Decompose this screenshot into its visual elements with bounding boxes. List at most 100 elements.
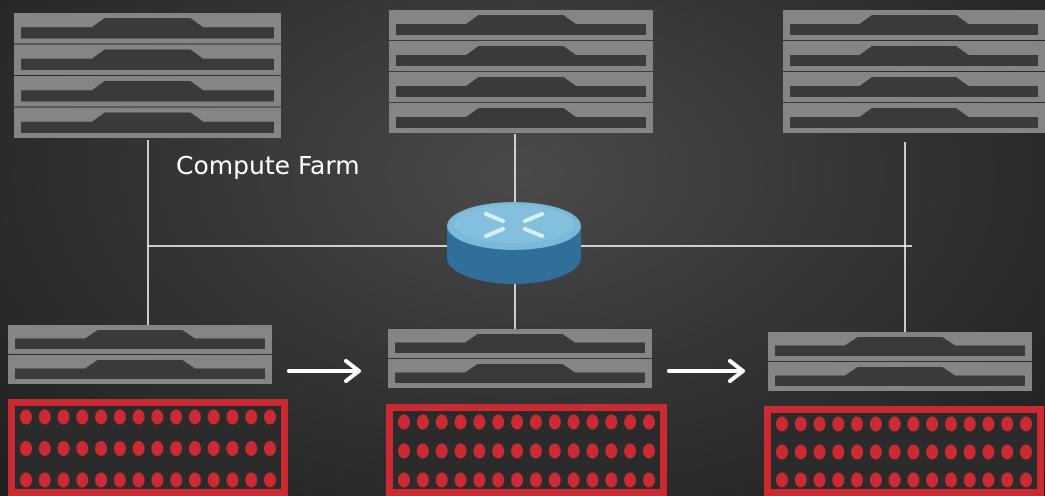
disk-icon bbox=[851, 416, 864, 432]
disk-icon bbox=[132, 441, 145, 456]
storage-server-left bbox=[8, 325, 272, 384]
disk-icon bbox=[511, 472, 524, 488]
disk-icon bbox=[586, 414, 599, 430]
disk-icon bbox=[794, 416, 807, 432]
rack-server-icon bbox=[389, 10, 653, 40]
disk-icon bbox=[888, 472, 901, 488]
rack-server-icon bbox=[389, 72, 653, 102]
disk-icon bbox=[188, 409, 201, 425]
connection-lines bbox=[147, 134, 912, 338]
disk-icon bbox=[454, 472, 467, 488]
disk-icon bbox=[492, 472, 505, 488]
disk-icon bbox=[170, 472, 183, 488]
disk-icon bbox=[264, 472, 276, 488]
right-arrow-icon bbox=[667, 359, 745, 383]
disk-icon bbox=[548, 443, 561, 459]
rack-server-icon bbox=[14, 76, 281, 107]
disk-icon bbox=[529, 414, 542, 430]
disk-icon bbox=[398, 414, 410, 430]
disk-icon bbox=[813, 416, 826, 432]
disk-icon bbox=[38, 441, 51, 456]
disk-icon bbox=[963, 416, 976, 432]
disk-icon bbox=[643, 472, 655, 488]
disk-icon bbox=[605, 472, 618, 488]
disk-icon bbox=[548, 414, 561, 430]
disk-icon bbox=[188, 441, 201, 456]
disk-icon bbox=[207, 472, 220, 488]
disk-icon bbox=[776, 416, 788, 432]
disk-icon bbox=[473, 414, 486, 430]
disk-icon bbox=[207, 409, 220, 425]
disk-icon bbox=[226, 409, 239, 425]
disk-icon bbox=[20, 472, 32, 488]
disk-icon bbox=[926, 444, 939, 460]
disk-icon bbox=[1020, 472, 1032, 488]
compute-server-left bbox=[14, 13, 281, 138]
disk-icon bbox=[95, 409, 108, 425]
disk-icon bbox=[982, 472, 995, 488]
disk-icon bbox=[567, 472, 580, 488]
storage-server-center bbox=[388, 329, 652, 388]
disk-icon bbox=[20, 409, 32, 425]
disk-icon bbox=[245, 409, 258, 425]
disk-icon bbox=[20, 441, 32, 456]
disk-icon bbox=[132, 472, 145, 488]
disk-icon bbox=[416, 443, 429, 459]
disk-icon bbox=[151, 441, 164, 456]
disk-array-center bbox=[386, 404, 667, 496]
disk-icon bbox=[398, 472, 410, 488]
disk-icon bbox=[473, 443, 486, 459]
disk-icon bbox=[944, 444, 957, 460]
disk-icon bbox=[76, 409, 89, 425]
disk-icon bbox=[132, 409, 145, 425]
rack-server-icon bbox=[783, 41, 1045, 71]
disk-icon bbox=[529, 472, 542, 488]
disk-icon bbox=[1001, 416, 1014, 432]
disk-icon bbox=[264, 409, 276, 425]
disk-icon bbox=[869, 416, 882, 432]
disk-icon bbox=[869, 472, 882, 488]
disk-array-left bbox=[8, 399, 288, 496]
disk-icon bbox=[567, 414, 580, 430]
disk-icon bbox=[170, 409, 183, 425]
disk-icon bbox=[416, 472, 429, 488]
disk-icon bbox=[245, 472, 258, 488]
disk-icon bbox=[1001, 472, 1014, 488]
disk-icon bbox=[926, 416, 939, 432]
disk-icon bbox=[643, 443, 655, 459]
disk-icon bbox=[888, 416, 901, 432]
disk-icon bbox=[944, 472, 957, 488]
disk-icon bbox=[586, 472, 599, 488]
disk-icon bbox=[454, 414, 467, 430]
disk-icon bbox=[1020, 416, 1032, 432]
disk-icon bbox=[113, 441, 126, 456]
compute-server-center bbox=[389, 10, 653, 133]
disk-icon bbox=[76, 472, 89, 488]
disk-icon bbox=[511, 443, 524, 459]
disk-icon bbox=[944, 416, 957, 432]
disk-icon bbox=[624, 472, 637, 488]
disk-icon bbox=[151, 472, 164, 488]
disk-icon bbox=[794, 472, 807, 488]
compute-farm-label: Compute Farm bbox=[176, 151, 360, 180]
disk-icon bbox=[38, 472, 51, 488]
rack-server-icon bbox=[14, 107, 281, 138]
disk-icon bbox=[567, 443, 580, 459]
rack-server-icon bbox=[8, 325, 272, 354]
rack-server-icon bbox=[783, 72, 1045, 102]
disk-icon bbox=[95, 472, 108, 488]
disk-icon bbox=[605, 414, 618, 430]
disk-icon bbox=[869, 444, 882, 460]
right-arrow-icon bbox=[287, 359, 361, 383]
disk-icon bbox=[398, 443, 410, 459]
disk-icon bbox=[926, 472, 939, 488]
disk-icon bbox=[113, 409, 126, 425]
disk-icon bbox=[151, 409, 164, 425]
storage-server-right bbox=[768, 332, 1032, 391]
disk-icon bbox=[813, 472, 826, 488]
rack-server-icon bbox=[14, 44, 281, 75]
compute-server-right bbox=[783, 10, 1045, 133]
disk-icon bbox=[643, 414, 655, 430]
disk-icon bbox=[38, 409, 51, 425]
disk-icon bbox=[473, 472, 486, 488]
